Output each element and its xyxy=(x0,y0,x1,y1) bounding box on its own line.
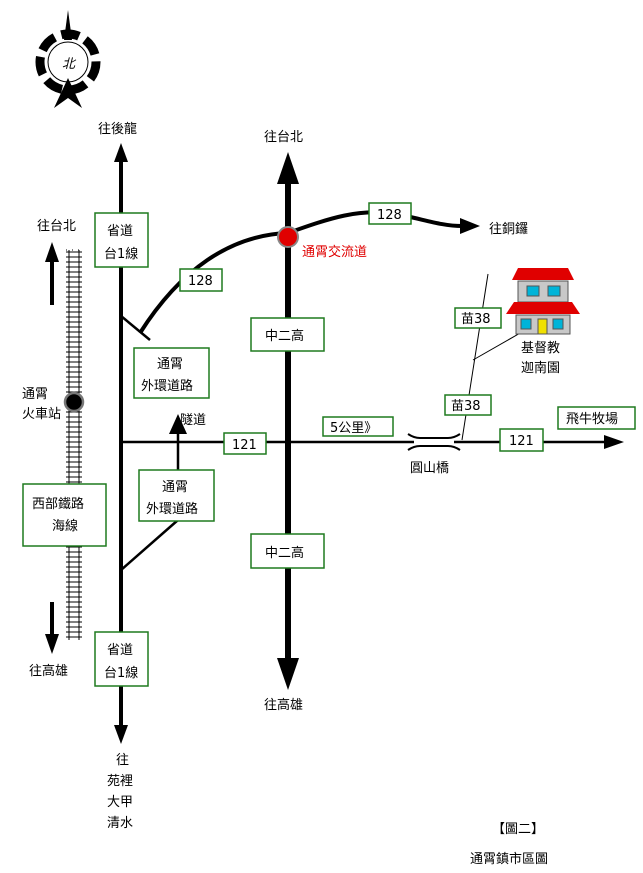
sign-farm-destination: 飛牛牧場 xyxy=(557,406,636,430)
road-128-east-destination: 往銅鑼 xyxy=(489,221,528,237)
freeway-2 xyxy=(277,152,299,690)
prov1-south-destination: 往 苑裡 大甲 清水 xyxy=(107,753,133,831)
sign-prov1-top: 省道 台1線 xyxy=(94,212,149,268)
compass-north-label: 北 xyxy=(62,57,77,72)
railway-south-destination: 往高雄 xyxy=(29,663,68,679)
road-121-east-arrow xyxy=(604,435,624,449)
outer-ring-north-road xyxy=(120,315,151,341)
svg-text:外環道路: 外環道路 xyxy=(141,378,193,394)
svg-text:苗38: 苗38 xyxy=(451,399,481,414)
svg-text:通霄: 通霄 xyxy=(162,480,188,495)
railway-track xyxy=(66,249,82,640)
svg-text:飛牛牧場: 飛牛牧場 xyxy=(566,412,618,427)
svg-text:121: 121 xyxy=(232,438,257,453)
svg-text:西部鐵路: 西部鐵路 xyxy=(32,496,84,512)
railway-line-sign: 西部鐵路 海線 xyxy=(22,483,107,547)
freeway-north-destination: 往台北 xyxy=(264,130,303,145)
svg-text:清水: 清水 xyxy=(107,816,133,831)
svg-text:中二高: 中二高 xyxy=(265,545,304,561)
sign-121-west: 121 xyxy=(223,432,267,455)
sign-prov1-bottom: 省道 台1線 xyxy=(94,631,149,687)
road-miao38-branch xyxy=(472,331,523,361)
road-128-east-arrow xyxy=(460,218,480,234)
svg-text:121: 121 xyxy=(509,434,534,449)
svg-text:苗38: 苗38 xyxy=(461,312,491,327)
sign-128-lower: 128 xyxy=(179,268,223,292)
sign-outer-ring-south: 通霄 外環道路 xyxy=(138,469,215,522)
svg-text:外環道路: 外環道路 xyxy=(146,501,198,517)
house-icon xyxy=(506,268,580,335)
svg-text:台1線: 台1線 xyxy=(104,246,138,262)
svg-text:省道: 省道 xyxy=(107,643,133,658)
bridge-icon xyxy=(407,433,461,451)
interchange-label: 通霄交流道 xyxy=(302,244,367,260)
sign-121-east: 121 xyxy=(499,428,544,452)
svg-text:通霄: 通霄 xyxy=(157,357,183,372)
svg-text:海線: 海線 xyxy=(52,518,78,534)
svg-text:台1線: 台1線 xyxy=(104,665,138,681)
train-station-marker xyxy=(63,391,85,413)
svg-text:5公里》: 5公里》 xyxy=(330,421,377,436)
prov1-north-destination: 往後龍 xyxy=(98,121,137,137)
farm-label-line2: 迦南園 xyxy=(521,360,560,376)
interchange-marker xyxy=(277,226,299,248)
railway-south-arrow xyxy=(45,602,59,654)
svg-text:中二高: 中二高 xyxy=(265,328,304,344)
figure-title: 通霄鎮市區圖 xyxy=(470,851,548,867)
sign-outer-ring-north: 通霄 外環道路 xyxy=(133,347,210,399)
svg-text:128: 128 xyxy=(188,274,213,289)
sign-miao38-upper: 苗38 xyxy=(454,307,502,329)
svg-text:往: 往 xyxy=(116,753,129,768)
svg-text:大甲: 大甲 xyxy=(107,795,133,810)
station-label-line2: 火車站 xyxy=(22,407,61,422)
railway-north-destination: 往台北 xyxy=(37,219,76,234)
svg-text:128: 128 xyxy=(377,208,402,223)
sign-distance: 5公里》 xyxy=(322,416,394,437)
sign-freeway2-bottom: 中二高 xyxy=(250,533,325,569)
sign-miao38-lower: 苗38 xyxy=(444,394,492,416)
tunnel-label: 隧道 xyxy=(180,412,206,428)
svg-text:省道: 省道 xyxy=(107,224,133,239)
bridge-label: 圓山橋 xyxy=(410,461,449,476)
railway-north-arrow xyxy=(45,242,59,305)
sign-128-upper: 128 xyxy=(368,202,412,225)
sign-freeway2-top: 中二高 xyxy=(250,317,325,352)
compass-icon: 北 xyxy=(35,10,101,108)
svg-text:苑裡: 苑裡 xyxy=(107,774,133,789)
figure-number: 【圖二】 xyxy=(492,822,544,837)
freeway-south-destination: 往高雄 xyxy=(264,697,303,713)
station-label-line1: 通霄 xyxy=(22,387,48,402)
farm-label-line1: 基督教 xyxy=(521,340,560,356)
tunnel-arrow-icon xyxy=(169,414,187,434)
